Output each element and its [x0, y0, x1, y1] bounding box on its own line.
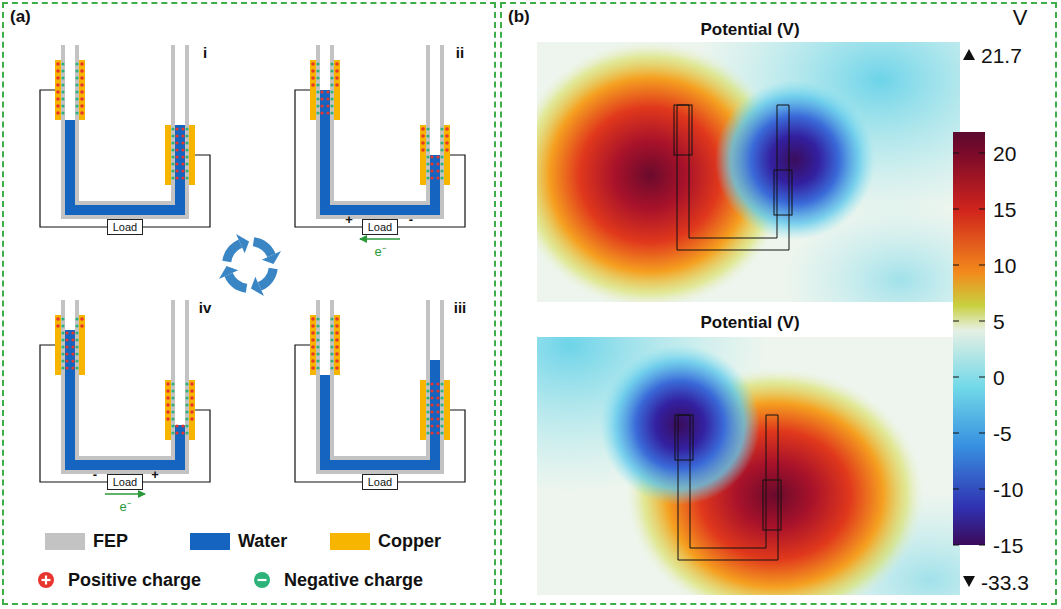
- min-value: -33.3: [981, 572, 1029, 593]
- water-column: [325, 360, 435, 465]
- load-label: Load: [113, 221, 137, 233]
- copper-electrode: [310, 315, 340, 375]
- tick-mark: [953, 153, 959, 154]
- copper-electrode: [165, 380, 195, 440]
- legend-text: Water: [238, 532, 287, 550]
- legend-text: Copper: [378, 532, 441, 550]
- wire: [295, 90, 465, 227]
- u-tube: [295, 45, 465, 227]
- copper-electrode: [420, 125, 450, 185]
- legend-swatch: [330, 533, 370, 550]
- tick-label: 10: [993, 255, 1016, 276]
- wire: [40, 345, 210, 482]
- potential-map-bottom: [537, 337, 960, 595]
- u-tube: [40, 300, 210, 482]
- polarity-sign: -: [93, 468, 97, 481]
- water-column: [70, 120, 180, 210]
- tick-mark: [979, 209, 985, 210]
- water-column: [325, 90, 435, 210]
- tick-label: -10: [993, 479, 1023, 500]
- tick-label: 0: [993, 367, 1005, 388]
- legend-swatch: [190, 533, 230, 550]
- tick-mark: [979, 321, 985, 322]
- copper-electrode: [165, 125, 195, 185]
- wire: [40, 90, 210, 227]
- legend-text: FEP: [93, 532, 128, 550]
- tick-label: 5: [993, 311, 1005, 332]
- load-label: Load: [368, 476, 392, 488]
- tick-label: 20: [993, 143, 1016, 164]
- legend-swatch: [45, 533, 85, 550]
- load-box: Load: [107, 474, 143, 490]
- electron-flow-arrow: [105, 493, 145, 495]
- tick-label: 15: [993, 199, 1016, 220]
- copper-electrode: [55, 315, 85, 375]
- tick-label: -5: [993, 423, 1012, 444]
- copper-electrode: [310, 60, 340, 120]
- load-box: Load: [362, 219, 398, 235]
- tick-mark: [979, 489, 985, 490]
- max-value: 21.7: [981, 45, 1022, 66]
- max-marker: [963, 49, 975, 60]
- load-label: Load: [368, 221, 392, 233]
- tick-mark: [953, 321, 959, 322]
- u-tube: [295, 300, 465, 482]
- polarity-sign: -: [409, 213, 413, 226]
- stage-number: ii: [456, 45, 464, 60]
- legend-text: Positive charge: [68, 571, 201, 589]
- tick-mark: [979, 265, 985, 266]
- tube-outline: [674, 105, 792, 560]
- electron-flow-arrow: [360, 238, 400, 240]
- stage-number: iv: [199, 300, 212, 315]
- cycle-arrows: [219, 234, 281, 296]
- copper-electrode: [420, 380, 450, 440]
- tick-mark: [953, 265, 959, 266]
- polarity-sign: +: [345, 213, 353, 226]
- load-label: Load: [113, 476, 137, 488]
- min-marker: [963, 576, 975, 587]
- water-column: [70, 330, 180, 465]
- tick-mark: [953, 489, 959, 490]
- u-tube: [40, 45, 210, 227]
- tick-mark: [979, 153, 985, 154]
- tick-mark: [979, 433, 985, 434]
- load-box: Load: [107, 219, 143, 235]
- electron-label: e⁻: [374, 245, 385, 258]
- tick-mark: [979, 377, 985, 378]
- electron-label: e⁻: [119, 500, 130, 513]
- tube-cycle: [40, 45, 465, 494]
- map-title: Potential (V): [700, 21, 799, 38]
- load-box: Load: [362, 474, 398, 490]
- panel-label: (b): [508, 7, 530, 27]
- tick-mark: [953, 209, 959, 210]
- negative-charge-symbol: [253, 571, 271, 589]
- tick-label: -15: [993, 535, 1023, 556]
- polarity-sign: +: [151, 468, 159, 481]
- potential-maps: [370, 0, 1061, 609]
- tick-mark: [953, 433, 959, 434]
- colorbar: [953, 132, 985, 545]
- stage-number: i: [203, 45, 207, 60]
- legend-text: Negative charge: [284, 571, 423, 589]
- map-title: Potential (V): [700, 314, 799, 331]
- panel-a: (a)LoadLoadLoadLoad: [2, 2, 496, 605]
- positive-charge-symbol: [37, 571, 55, 589]
- wire: [295, 345, 465, 482]
- tick-mark: [953, 377, 959, 378]
- panel-label: (a): [10, 7, 31, 27]
- panel-b: (b): [500, 2, 1057, 605]
- tick-mark: [953, 545, 959, 546]
- stage-number: iii: [454, 300, 467, 315]
- tick-mark: [979, 545, 985, 546]
- unit-label: V: [1013, 7, 1028, 29]
- potential-map-top: [537, 42, 960, 302]
- copper-electrode: [55, 60, 85, 120]
